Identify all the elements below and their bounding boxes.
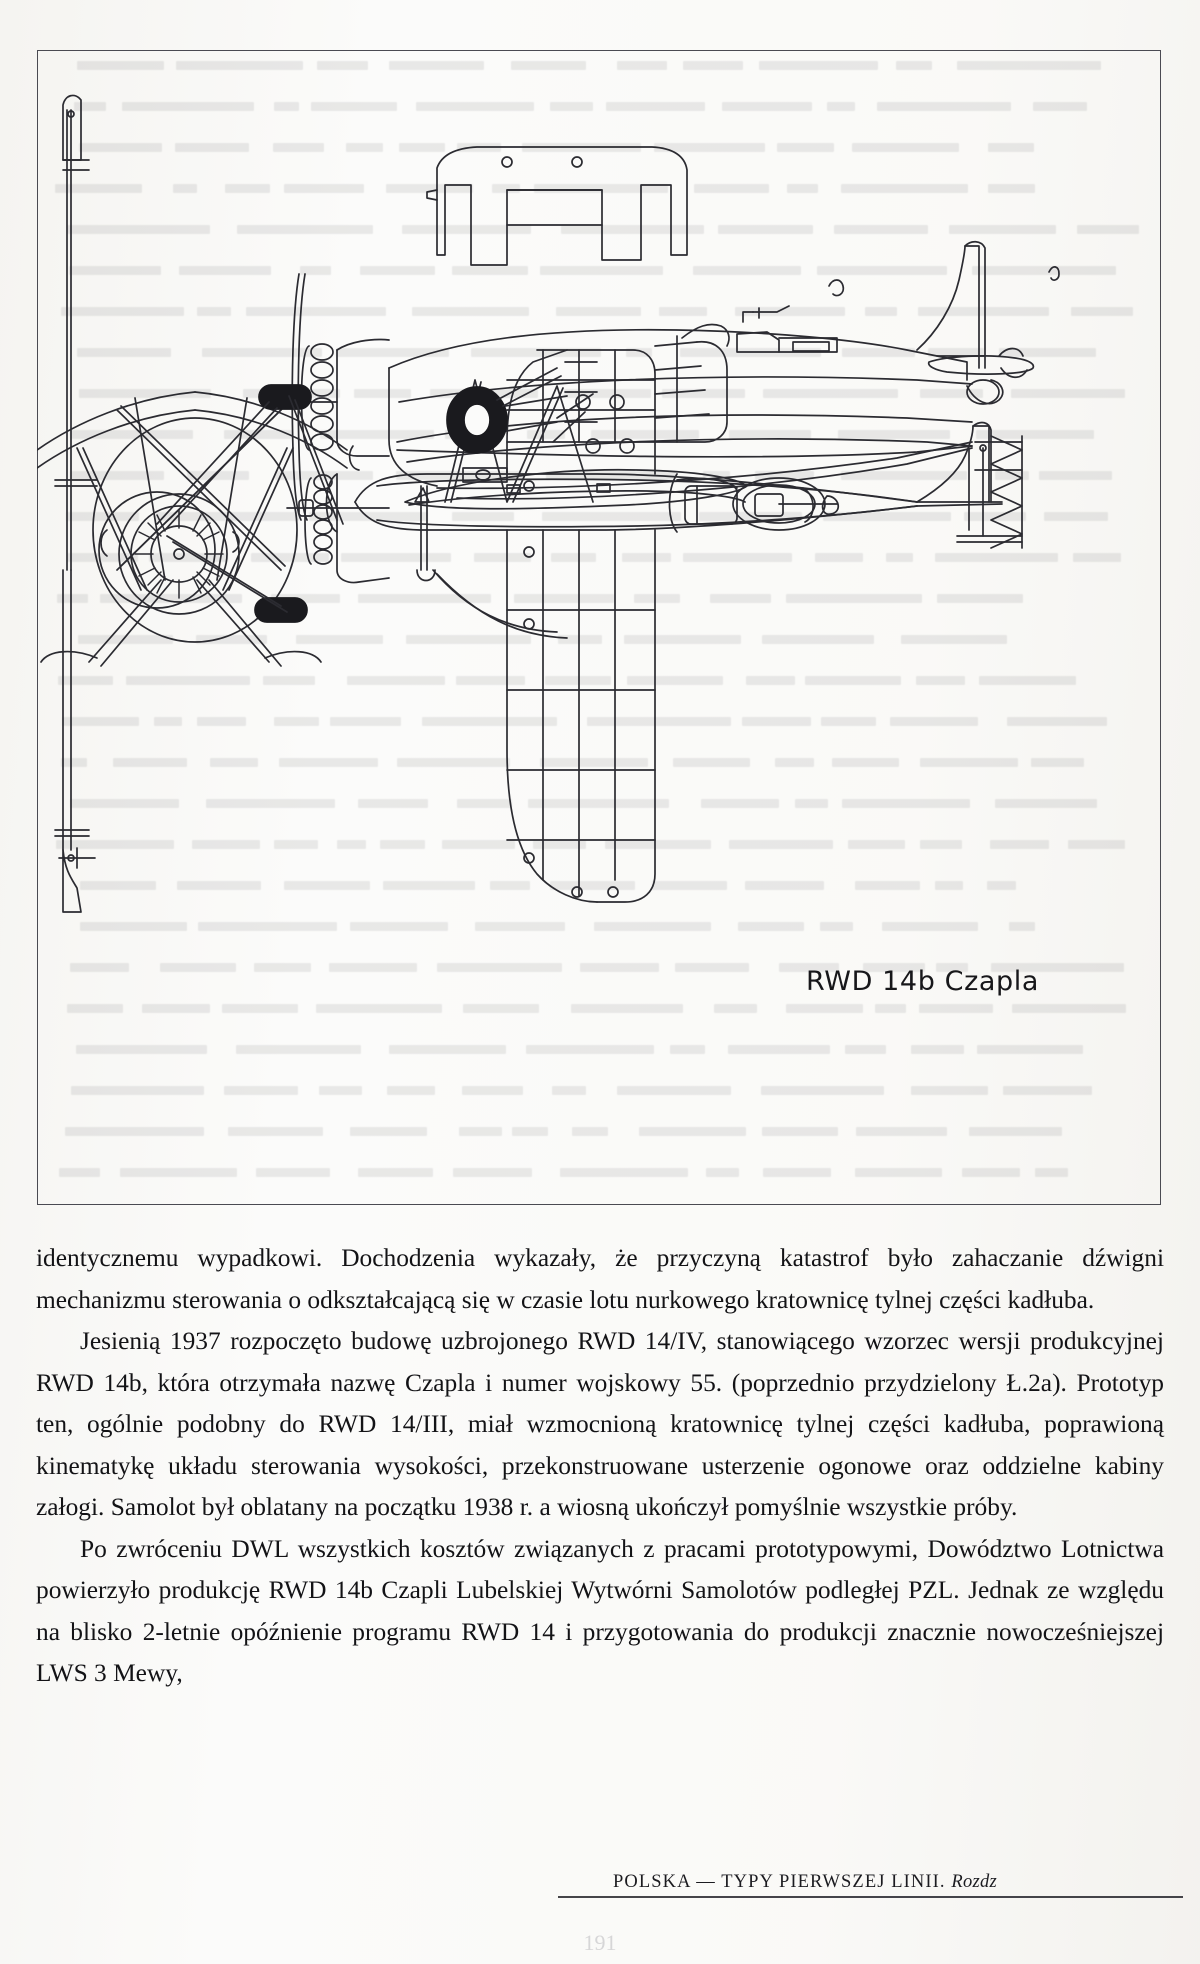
paragraph-1: identycznemu wypadkowi. Dochodzenia wyka… — [36, 1244, 1164, 1314]
footer-divider — [558, 1896, 1183, 1899]
aircraft-three-view-drawing — [37, 94, 1060, 913]
front-view-group — [37, 94, 348, 913]
plan-view-group — [286, 335, 1023, 903]
body-text-block: identycznemu wypadkowi. Dochodzenia wyka… — [36, 1238, 1164, 1695]
figure-caption: RWD 14b Czapla — [806, 966, 1039, 997]
page-footer: POLSKA — TYPY PIERWSZEJ LINII. Rozdz — [420, 1872, 1183, 1899]
paragraph-3: Po zwróceniu DWL wszystkich kosztów zwią… — [36, 1534, 1164, 1688]
front-wheel-group — [254, 384, 312, 623]
running-head: POLSKA — TYPY PIERWSZEJ LINII. Rozdz — [420, 1872, 1180, 1893]
page-number: 191 — [583, 1930, 617, 1955]
plan-wheel-group — [446, 367, 562, 454]
running-head-text: POLSKA — TYPY PIERWSZEJ LINII. — [613, 1872, 952, 1892]
figure-frame — [37, 50, 1161, 1205]
running-head-chapter: Rozdz — [951, 1872, 998, 1892]
paragraph-2: Jesienią 1937 rozpoczęto budowę uzbrojon… — [36, 1327, 1164, 1521]
